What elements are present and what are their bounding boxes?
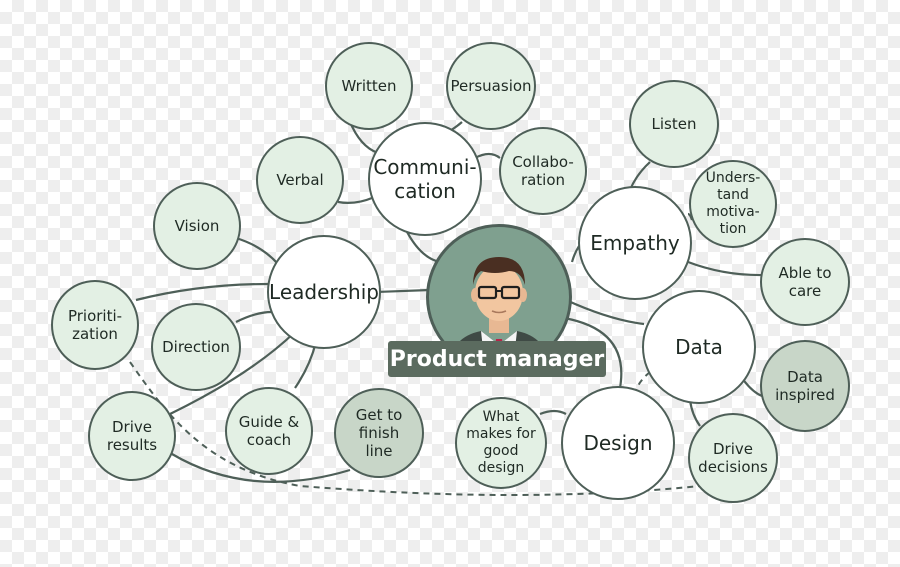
node-prioritization: Prioriti- zation — [51, 280, 139, 370]
node-guide-coach: Guide & coach — [225, 387, 313, 475]
edge-data-center — [565, 298, 645, 326]
edge-prioritization-leadership — [135, 282, 269, 302]
edge-finish-driveresults — [171, 453, 351, 483]
edge-leadership-center — [375, 288, 431, 294]
edge-vision-leadership — [235, 236, 279, 265]
edge-driveresults-leadership — [169, 331, 296, 415]
node-verbal: Verbal — [256, 136, 344, 224]
node-vision: Vision — [153, 182, 241, 270]
node-communication: Communi- cation — [368, 122, 482, 236]
node-direction: Direction — [151, 303, 241, 391]
edge-direction-leadership — [235, 310, 273, 323]
edge-datainspired-data — [741, 377, 763, 398]
edge-verbal-communication — [337, 196, 373, 204]
node-drive-results: Drive results — [88, 391, 176, 481]
product-manager-label: Product manager — [388, 341, 606, 377]
node-design: Design — [561, 386, 675, 500]
edge-design-center — [563, 316, 623, 389]
node-data-inspired: Data inspired — [760, 340, 850, 432]
edge-collaboration-communication — [474, 152, 501, 159]
node-understand-motivation: Unders- tand motiva- tion — [689, 160, 777, 248]
node-able-to-care: Able to care — [760, 238, 850, 326]
edge-guide-leadership — [294, 341, 318, 389]
node-leadership: Leadership — [267, 235, 381, 349]
node-collaboration: Collabo- ration — [499, 127, 587, 215]
node-drive-decisions: Drive decisions — [688, 413, 778, 503]
node-get-to-finish-line: Get to finish line — [334, 388, 424, 478]
node-empathy: Empathy — [578, 186, 692, 300]
node-good-design: What makes for good design — [455, 397, 547, 489]
edge-gooddesign-design — [539, 409, 567, 416]
node-listen: Listen — [629, 80, 719, 168]
node-data: Data — [642, 290, 756, 404]
node-written: Written — [325, 42, 413, 130]
node-persuasion: Persuasion — [446, 42, 536, 130]
dashed-edge-data-design — [635, 371, 651, 391]
edge-care-empathy — [687, 260, 766, 277]
